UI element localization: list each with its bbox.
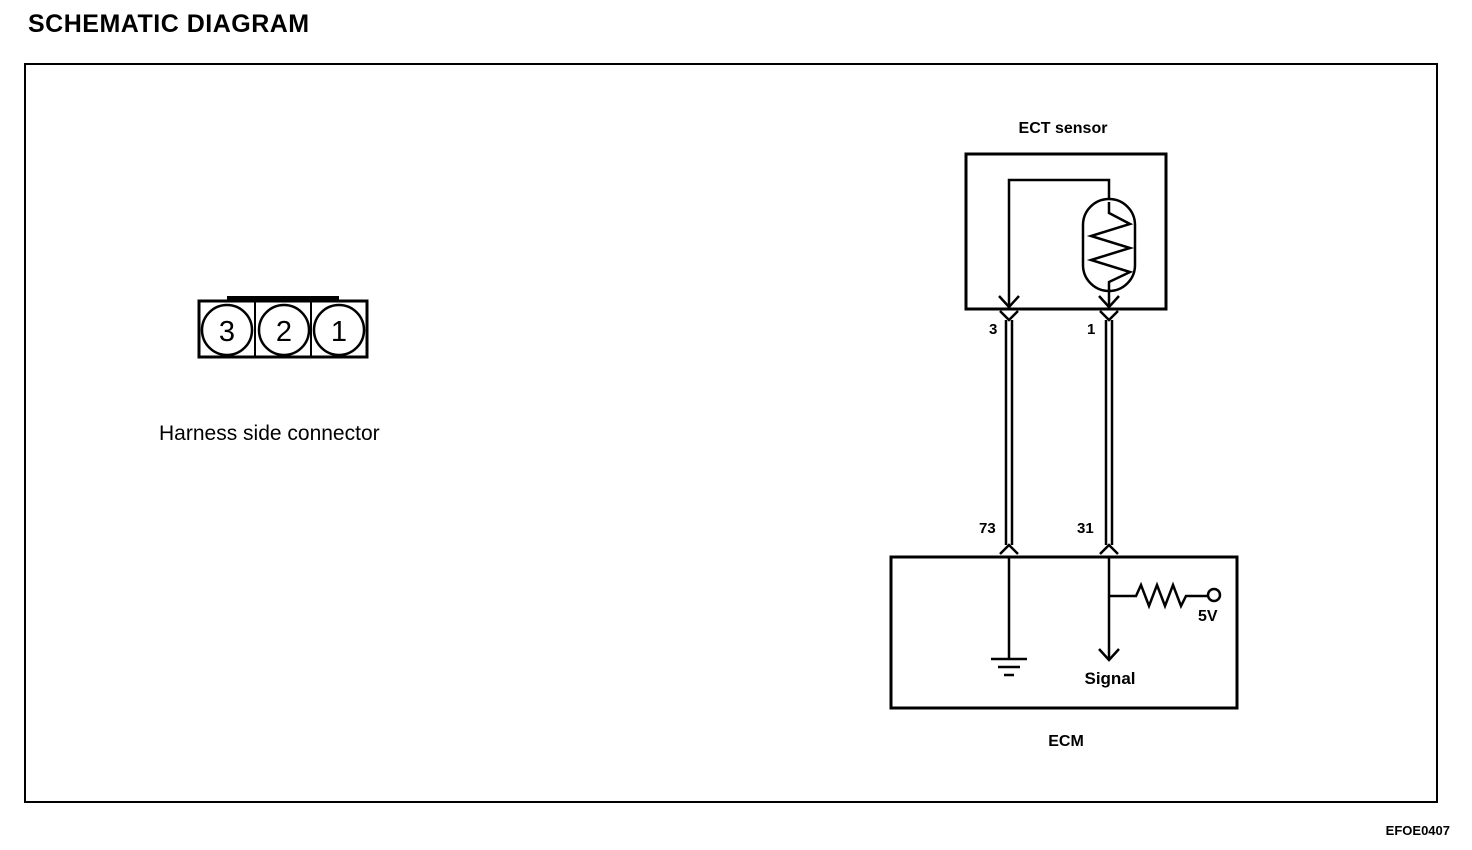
ecm-terminal-31-connector <box>1099 543 1119 555</box>
thermistor-resistor <box>1086 202 1135 309</box>
connector-caption: Harness side connector <box>159 422 380 445</box>
connector-pin-1 <box>312 303 366 357</box>
connector-pin-3-label: 3 <box>219 316 235 348</box>
harness-connector: 3 2 1 <box>197 296 369 359</box>
5v-terminal <box>1206 587 1222 603</box>
5v-label: 5V <box>1198 608 1218 625</box>
ecm-pin-73-label: 73 <box>979 520 996 537</box>
diagram-frame <box>24 63 1438 803</box>
signal-label: Signal <box>1084 669 1135 688</box>
sensor-terminal-3-arrow <box>998 295 1020 309</box>
connector-pin-2 <box>257 303 311 357</box>
sensor-terminal-3-connector <box>999 310 1019 322</box>
connector-lock-tab <box>227 296 339 301</box>
ect-sensor-box <box>964 152 1168 311</box>
ecm-label: ECM <box>1048 733 1084 750</box>
sensor-pin-1-label: 1 <box>1087 321 1095 338</box>
connector-pin-3 <box>200 303 254 357</box>
pull-up-resistor <box>1109 581 1207 610</box>
figure-code: EFOE0407 <box>1385 823 1450 838</box>
ecm-box <box>889 555 1239 710</box>
ecm-pin-31-label: 31 <box>1077 520 1094 537</box>
sensor-internal-wire <box>1007 178 1111 309</box>
connector-pin-1-label: 1 <box>331 316 347 348</box>
page-title: SCHEMATIC DIAGRAM <box>28 10 310 38</box>
ecm-terminal-73-connector <box>999 543 1019 555</box>
sensor-terminal-1-connector <box>1099 310 1119 322</box>
sensor-pin-3-label: 3 <box>989 321 997 338</box>
ect-sensor-label: ECT sensor <box>1019 120 1108 137</box>
signal-arrow <box>1098 648 1120 662</box>
connector-pin-2-label: 2 <box>276 316 292 348</box>
sensor-terminal-1-arrow <box>1098 295 1120 309</box>
